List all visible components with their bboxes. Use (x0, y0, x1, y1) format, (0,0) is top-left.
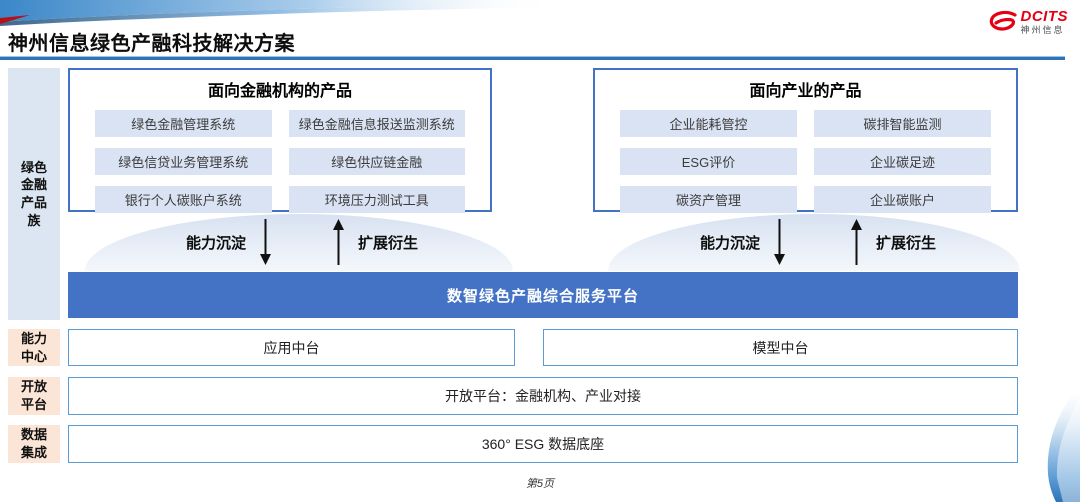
product-item: 环境压力测试工具 (288, 186, 465, 213)
extension-derive-label: 扩展衍生 (876, 234, 937, 252)
swoosh-bottom-right-decoration (1047, 384, 1080, 502)
product-item: 绿色金融信息报送监测系统 (288, 110, 465, 137)
arrow-up-icon (851, 219, 862, 265)
model-middle-platform-box: 模型中台 (543, 329, 1018, 366)
arrow-down-icon (774, 219, 786, 265)
page-number: 第5页 (525, 478, 555, 490)
product-item: 绿色金融管理系统 (95, 110, 272, 137)
extension-derive-label: 扩展衍生 (358, 234, 419, 252)
product-item: ESG评价 (620, 148, 797, 175)
extension-derive-group-right: 扩展衍生 (850, 218, 936, 266)
swoosh-top-left-decoration (0, 0, 560, 26)
logo-company-text: 神州信息 (1020, 25, 1065, 35)
product-item: 企业碳账户 (814, 186, 991, 213)
industry-products-grid: 企业能耗管控 碳排智能监测 ESG评价 企业碳足迹 碳资产管理 企业碳账户 (620, 110, 991, 213)
industry-products-box: 面向产业的产品 企业能耗管控 碳排智能监测 ESG评价 企业碳足迹 碳资产管理 … (593, 68, 1018, 213)
capability-sink-label: 能力沉淀 (700, 234, 761, 252)
extension-derive-group-left: 扩展衍生 (332, 218, 418, 266)
sidebar-label-product-family: 绿色 金融 产品 族 (8, 68, 60, 320)
platform-bar: 数智绿色产融综合服务平台 (68, 272, 1018, 318)
arrow-up-icon (333, 219, 344, 265)
sidebar-label-data-integration: 数据 集成 (8, 425, 60, 463)
product-item: 绿色信贷业务管理系统 (95, 148, 272, 175)
dome-decoration-left (85, 214, 513, 271)
product-item: 碳资产管理 (620, 186, 797, 213)
product-item: 企业能耗管控 (620, 110, 797, 137)
finance-products-box: 面向金融机构的产品 绿色金融管理系统 绿色金融信息报送监测系统 绿色信贷业务管理… (68, 68, 492, 213)
esg-data-base-box: 360° ESG 数据底座 (68, 425, 1018, 463)
finance-products-title: 面向金融机构的产品 (207, 83, 352, 100)
industry-products-title: 面向产业的产品 (749, 83, 862, 100)
dcits-logo: DCITS 神州信息 (988, 9, 1069, 35)
application-middle-platform-box: 应用中台 (68, 329, 515, 366)
product-item: 企业碳足迹 (814, 148, 991, 175)
capability-sink-group-left: 能力沉淀 (186, 218, 272, 266)
product-item: 绿色供应链金融 (288, 148, 465, 175)
capability-sink-label: 能力沉淀 (186, 234, 247, 252)
sidebar-label-open-platform: 开放 平台 (8, 377, 60, 415)
logo-text: DCITS 神州信息 (1021, 9, 1069, 35)
logo-brand-text: DCITS (1020, 8, 1068, 25)
product-item: 银行个人碳账户系统 (95, 186, 272, 213)
product-item: 碳排智能监测 (814, 110, 991, 137)
dome-decoration-right (608, 214, 1020, 271)
dcits-swoosh-icon (989, 10, 1017, 31)
arrow-down-icon (260, 219, 272, 265)
open-platform-box: 开放平台：金融机构、产业对接 (68, 377, 1018, 415)
sidebar-label-capability-center: 能力 中心 (8, 329, 60, 366)
finance-products-grid: 绿色金融管理系统 绿色金融信息报送监测系统 绿色信贷业务管理系统 绿色供应链金融… (95, 110, 465, 213)
capability-sink-group-right: 能力沉淀 (700, 218, 786, 266)
page-title: 神州信息绿色产融科技解决方案 (8, 33, 295, 55)
header-divider (0, 56, 1065, 60)
